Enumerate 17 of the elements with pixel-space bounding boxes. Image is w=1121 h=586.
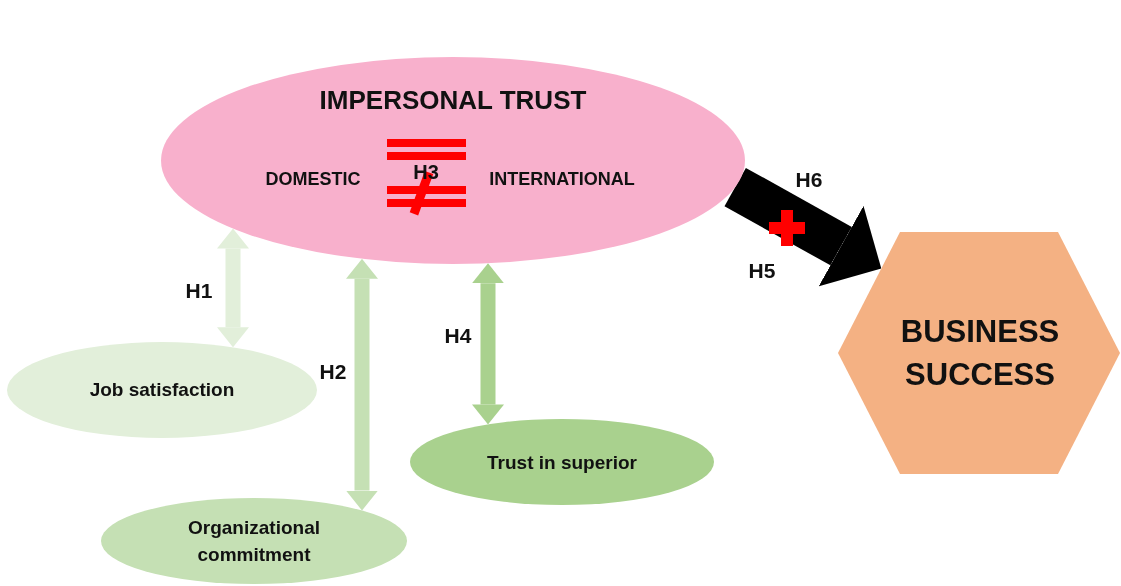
node-label: Organizational commitment bbox=[187, 516, 321, 567]
block-arrow bbox=[724, 167, 882, 287]
node-label: INTERNATIONAL bbox=[489, 168, 635, 190]
node-label: Job satisfaction bbox=[89, 379, 235, 401]
ellipse-node bbox=[410, 419, 714, 505]
ellipse-node bbox=[161, 57, 745, 264]
hypothesis-label: H3 bbox=[413, 160, 439, 184]
node-title: IMPERSONAL TRUST bbox=[319, 84, 587, 116]
node-label: DOMESTIC bbox=[265, 168, 361, 190]
ellipse-node bbox=[101, 498, 407, 584]
node-label: Trust in superior bbox=[487, 452, 637, 474]
node-title: BUSINESS SUCCESS bbox=[899, 312, 1061, 394]
double-arrow bbox=[472, 263, 504, 425]
ellipse-node bbox=[7, 342, 317, 438]
double-arrow bbox=[346, 258, 378, 511]
hexagon-node bbox=[838, 232, 1120, 474]
double-arrow bbox=[217, 228, 249, 348]
